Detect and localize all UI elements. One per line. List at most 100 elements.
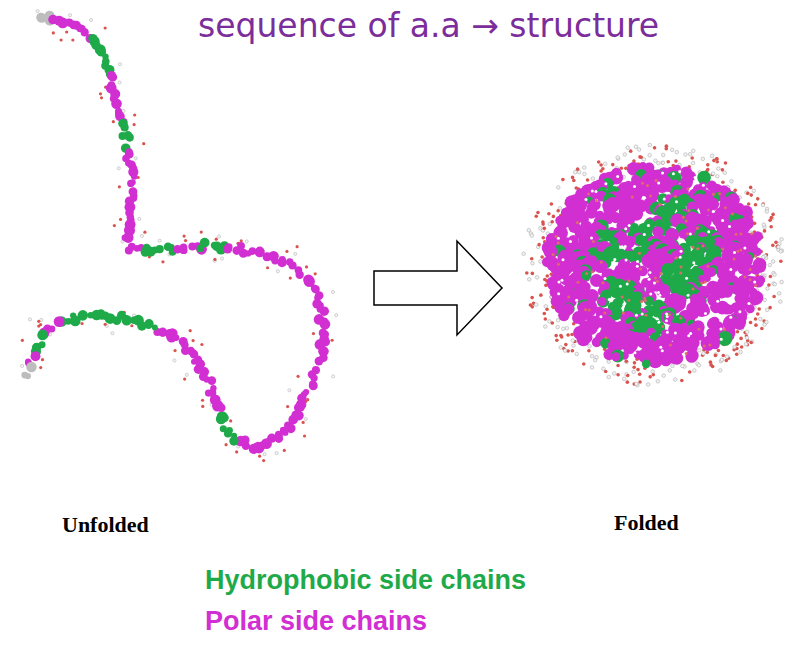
surface-water xyxy=(708,344,711,347)
surface-water xyxy=(738,310,741,313)
surface-water xyxy=(712,210,715,213)
surface-water xyxy=(558,280,561,283)
side-chain-bead xyxy=(180,244,188,252)
water-dot xyxy=(39,366,42,369)
surface-water xyxy=(679,256,682,259)
protein-state: Unfolded xyxy=(10,40,370,540)
side-chain-bead xyxy=(282,430,288,436)
water-dot xyxy=(65,30,68,33)
water-dot xyxy=(625,360,629,364)
water-dot xyxy=(574,186,578,190)
water-dot xyxy=(597,160,601,164)
water-dot xyxy=(599,169,603,173)
water-dot xyxy=(522,252,526,256)
water-dot xyxy=(552,215,556,219)
water-dot xyxy=(258,455,261,458)
water-dot xyxy=(215,238,218,241)
water-dot xyxy=(561,327,565,331)
surface-water xyxy=(569,240,572,243)
water-dot xyxy=(705,351,709,355)
surface-water xyxy=(654,277,657,280)
water-dot xyxy=(768,263,772,267)
water-dot xyxy=(182,235,185,238)
surface-water xyxy=(686,187,689,190)
side-chain-bead xyxy=(25,373,31,379)
water-dot xyxy=(767,283,771,287)
water-dot xyxy=(691,149,695,153)
water-dot xyxy=(657,161,661,165)
water-dot xyxy=(654,159,658,163)
side-chain-bead xyxy=(746,304,755,313)
side-chain-bead xyxy=(711,340,720,349)
water-dot xyxy=(543,278,547,282)
water-dot xyxy=(71,38,74,41)
surface-water xyxy=(682,216,685,219)
side-chain-bead xyxy=(543,244,557,258)
side-chain-bead xyxy=(711,304,720,313)
side-chain-bead xyxy=(156,245,164,253)
water-dot xyxy=(37,320,40,323)
surface-water xyxy=(707,208,710,211)
surface-water xyxy=(733,258,736,261)
surface-water xyxy=(601,281,604,284)
side-chain-bead xyxy=(70,312,76,318)
water-dot xyxy=(130,324,133,327)
side-chain-bead xyxy=(225,243,233,251)
surface-water xyxy=(591,189,594,192)
surface-water xyxy=(696,227,699,230)
water-dot xyxy=(547,212,551,216)
water-dot xyxy=(288,389,291,392)
surface-water xyxy=(747,302,750,305)
water-dot xyxy=(714,354,718,358)
surface-water xyxy=(666,331,669,334)
water-dot xyxy=(158,239,161,242)
surface-water xyxy=(627,299,630,302)
water-dot xyxy=(220,257,223,260)
surface-water xyxy=(723,328,726,331)
water-dot xyxy=(134,157,137,160)
water-dot xyxy=(768,218,772,222)
surface-water xyxy=(694,176,697,179)
water-dot xyxy=(745,336,749,340)
side-chain-bead xyxy=(657,185,665,193)
water-dot xyxy=(779,259,783,263)
water-dot xyxy=(529,303,533,307)
water-dot xyxy=(771,244,775,248)
surface-water xyxy=(600,261,603,264)
water-dot xyxy=(718,369,722,373)
water-dot xyxy=(693,369,697,373)
water-dot xyxy=(725,355,729,359)
water-dot xyxy=(754,323,758,327)
water-dot xyxy=(104,26,107,29)
water-dot xyxy=(765,210,769,214)
water-dot xyxy=(637,148,641,152)
water-dot xyxy=(590,366,594,370)
water-dot xyxy=(583,172,587,176)
surface-water xyxy=(659,346,662,349)
legend-entry: Hydrophobic side chains xyxy=(205,565,526,596)
surface-water xyxy=(633,351,636,354)
water-dot xyxy=(701,157,705,161)
surface-water xyxy=(658,203,661,206)
water-dot xyxy=(593,358,597,362)
surface-water xyxy=(754,284,757,287)
water-dot xyxy=(730,180,734,184)
surface-water xyxy=(595,199,598,202)
water-dot xyxy=(556,209,560,213)
water-dot xyxy=(626,146,630,150)
water-dot xyxy=(275,452,278,455)
water-dot xyxy=(749,321,753,325)
surface-water xyxy=(594,190,597,193)
surface-water xyxy=(706,265,709,268)
water-dot xyxy=(739,350,743,354)
surface-water xyxy=(753,281,756,284)
water-dot xyxy=(540,255,544,259)
water-dot xyxy=(142,142,145,145)
surface-water xyxy=(557,292,560,295)
water-dot xyxy=(563,349,567,353)
surface-water xyxy=(739,232,742,235)
surface-water xyxy=(657,182,660,185)
surface-water xyxy=(701,244,704,247)
